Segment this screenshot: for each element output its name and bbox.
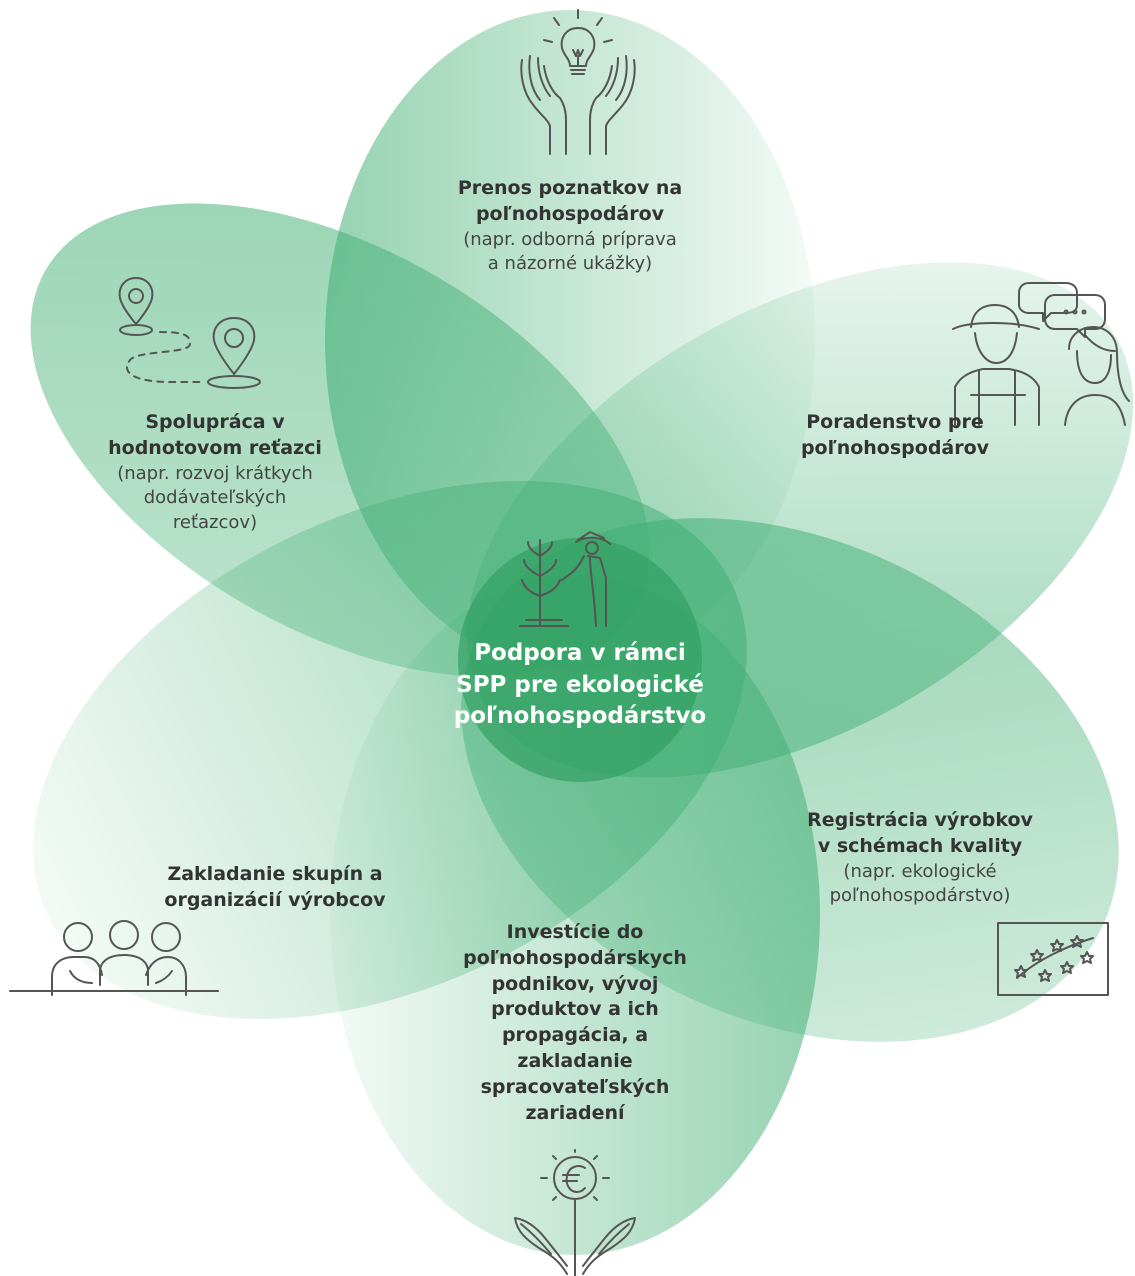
quality-note-line-1: (napr. ekologické	[843, 860, 997, 882]
center-title-line-1: Podpora v rámci	[474, 640, 686, 666]
route-map-pins-icon	[108, 270, 268, 400]
investment-title-line-6: zakladanie	[517, 1050, 633, 1073]
hands-lightbulb-icon	[508, 8, 648, 158]
center-circle	[458, 538, 702, 782]
value-chain-note-line-3: reťazcov)	[172, 511, 258, 533]
farmer-advisor-chat-icon	[945, 275, 1135, 426]
quality-title-line-1: Registrácia výrobkov	[807, 809, 1033, 831]
investment-title-line-2: poľnohospodárskych	[463, 946, 687, 969]
label-investment: Investície do poľnohospodárskych podniko…	[440, 920, 710, 1127]
advisory-title-line-2: poľnohospodárov	[800, 436, 990, 459]
investment-title-line-3: podnikov, vývoj	[491, 972, 659, 995]
label-knowledge: Prenos poznatkov na poľnohospodárov (nap…	[410, 176, 730, 277]
center-title-line-3: poľnohospodárstvo	[453, 703, 707, 730]
groups-title-line-1: Zakladanie skupín a	[167, 863, 383, 885]
quality-note-line-2: poľnohospodárstvo)	[829, 885, 1011, 907]
people-at-table-icon	[8, 915, 223, 996]
investment-title-line-7: spracovateľských	[480, 1075, 670, 1098]
value-chain-note-line-1: (napr. rozvoj krátkych	[117, 462, 313, 484]
groups-title-line-2: organizácií výrobcov	[164, 888, 386, 911]
investment-title-line-8: zariadení	[525, 1101, 625, 1124]
label-advisory: Poradenstvo pre poľnohospodárov	[760, 410, 1030, 462]
label-groups: Zakladanie skupín a organizácií výrobcov	[130, 862, 420, 914]
value-chain-title-line-1: Spolupráca v	[145, 411, 285, 433]
center-title-line-2: SPP pre ekologické	[456, 671, 704, 698]
label-quality: Registrácia výrobkov v schémach kvality …	[770, 808, 1070, 909]
knowledge-note-line-2: a názorné ukážky)	[487, 253, 653, 275]
knowledge-title-line-2: poľnohospodárov	[475, 202, 665, 225]
label-value-chain: Spolupráca v hodnotovom reťazci (napr. r…	[95, 410, 335, 535]
advisory-title-line-1: Poradenstvo pre	[806, 411, 984, 433]
petal-investment	[330, 575, 820, 1255]
farmer-planting-icon	[518, 530, 638, 630]
value-chain-title-line-2: hodnotovom reťazci	[108, 436, 322, 459]
investment-title-line-4: produktov a ich	[491, 998, 659, 1021]
value-chain-note-line-2: dodávateľských	[143, 487, 287, 509]
knowledge-title-line-1: Prenos poznatkov na	[457, 177, 683, 199]
investment-title-line-1: Investície do	[506, 921, 644, 943]
investment-title-line-5: propagácia, a	[501, 1024, 649, 1047]
eu-organic-leaf-logo-icon	[997, 922, 1109, 996]
euro-coin-hands-icon	[505, 1148, 645, 1276]
quality-title-line-2: v schémach kvality	[817, 834, 1023, 857]
knowledge-note-line-1: (napr. odborná príprava	[463, 228, 677, 250]
label-center: Podpora v rámci SPP pre ekologické poľno…	[440, 638, 720, 733]
